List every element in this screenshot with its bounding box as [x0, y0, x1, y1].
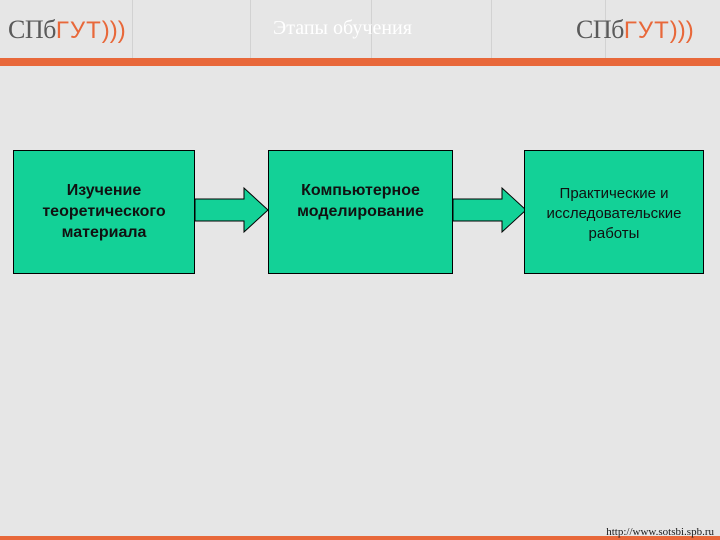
logo-left: СПбГУТ))) — [8, 12, 126, 48]
arrow-right-icon — [194, 186, 269, 234]
header-divider — [132, 0, 133, 58]
step-text-line: работы — [588, 225, 640, 242]
header-divider — [491, 0, 492, 58]
page-title: Этапы обучения — [273, 17, 412, 39]
step-text-line: Изучение — [66, 182, 142, 199]
header-bar: СПбГУТ))) Этапы обучения СПбГУТ))) — [0, 0, 720, 58]
arrow-right-icon — [452, 186, 527, 234]
step-box-theory: Изучение теоретического материала — [13, 150, 195, 274]
footer-url[interactable]: http://www.sotsbi.spb.ru — [606, 526, 714, 538]
step-text-line: исследовательские — [546, 205, 682, 222]
logo-gut-text: ГУТ — [55, 17, 102, 44]
step-box-practice: Практические и исследовательские работы — [524, 150, 704, 274]
logo-spb-text: СПб — [576, 15, 624, 44]
step-box-modeling: Компьютерное моделирование — [268, 150, 453, 274]
footer-accent-bar — [0, 536, 720, 540]
logo-spb-text: СПб — [8, 15, 56, 44]
logo-right: СПбГУТ))) — [576, 12, 694, 48]
step-text-line: Практические и — [559, 185, 669, 202]
header-divider — [250, 0, 251, 58]
step-text-line: Компьютерное — [301, 182, 420, 199]
logo-gut-text: ГУТ — [623, 17, 670, 44]
logo-waves-text: ))) — [669, 17, 694, 44]
header-accent-bar — [0, 58, 720, 66]
step-text-line: материала — [61, 224, 147, 241]
header-divider — [605, 0, 606, 58]
header-divider — [371, 0, 372, 58]
logo-waves-text: ))) — [101, 17, 126, 44]
step-text-line: моделирование — [297, 203, 424, 220]
step-text-line: теоретического — [42, 203, 166, 220]
